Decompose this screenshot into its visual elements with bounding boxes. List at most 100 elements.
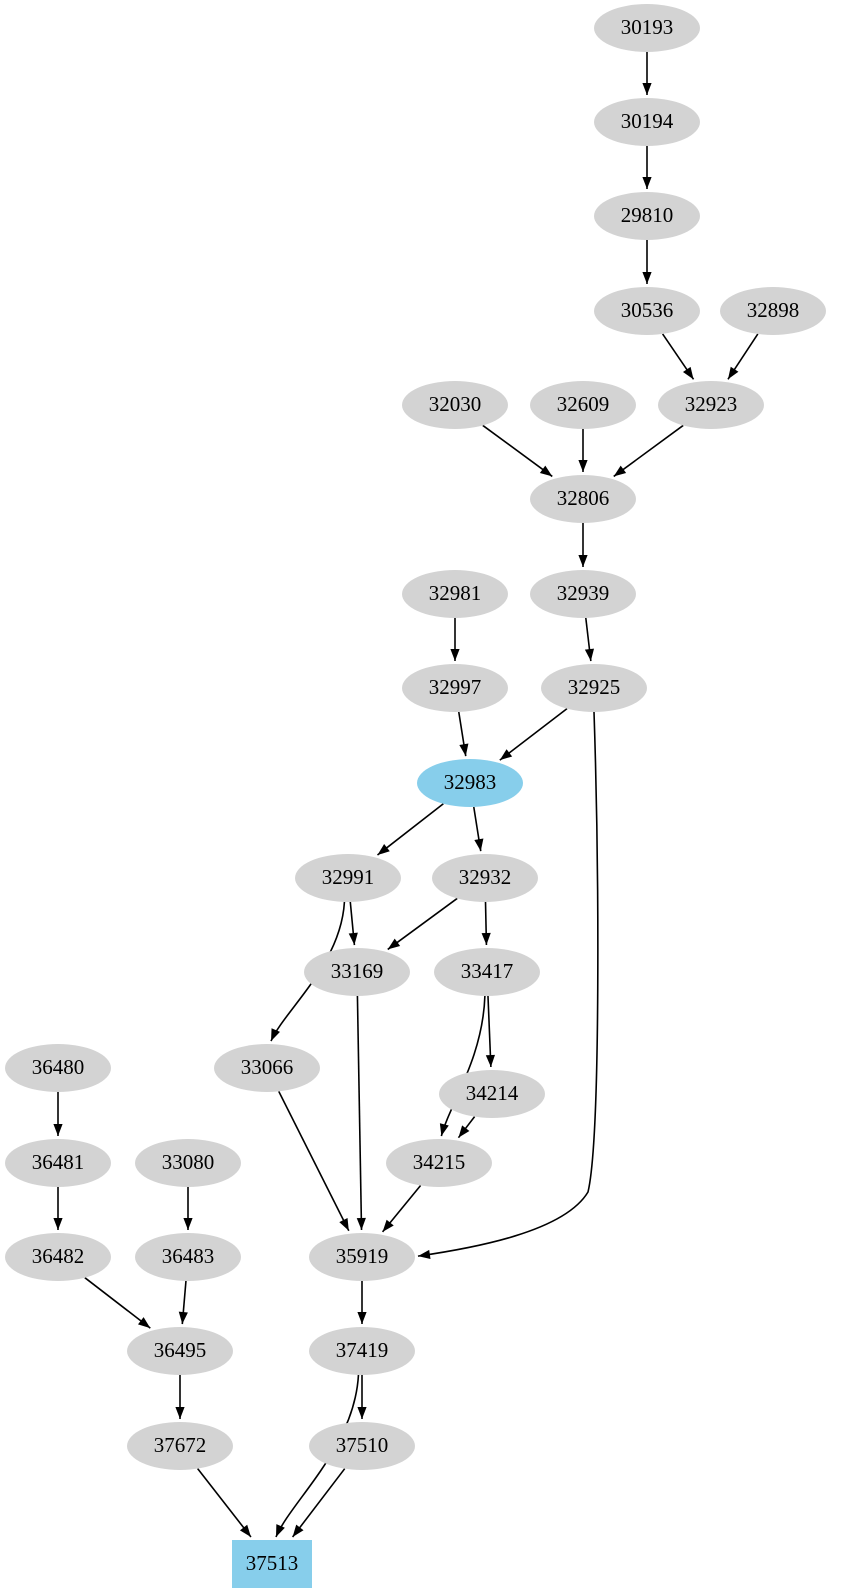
graph-node-30193[interactable]: 30193 [594, 4, 700, 52]
node-ellipse[interactable] [434, 948, 540, 996]
graph-node-37419[interactable]: 37419 [309, 1327, 415, 1375]
graph-edge [357, 1281, 367, 1324]
arrowhead-icon [339, 1217, 349, 1231]
node-box[interactable] [232, 1540, 312, 1588]
edge-line [356, 995, 363, 1231]
node-ellipse[interactable] [304, 948, 410, 996]
graph-node-32932[interactable]: 32932 [432, 854, 538, 902]
graph-node-36481[interactable]: 36481 [5, 1139, 111, 1187]
node-ellipse[interactable] [214, 1044, 320, 1092]
edge-line [278, 1091, 350, 1232]
graph-node-32925[interactable]: 32925 [541, 664, 647, 712]
graph-edge [481, 901, 491, 946]
graph-edge [278, 1091, 350, 1232]
arrowhead-icon [439, 1123, 449, 1137]
graph-node-37513[interactable]: 37513 [232, 1540, 312, 1588]
edge-line [376, 803, 444, 856]
node-ellipse[interactable] [594, 192, 700, 240]
node-ellipse[interactable] [5, 1233, 111, 1281]
graph-node-33080[interactable]: 33080 [135, 1139, 241, 1187]
node-ellipse[interactable] [402, 570, 508, 618]
arrowhead-icon [642, 272, 652, 284]
node-ellipse[interactable] [432, 854, 538, 902]
node-ellipse[interactable] [309, 1327, 415, 1375]
graph-edge [348, 901, 358, 946]
graph-node-37510[interactable]: 37510 [309, 1422, 415, 1470]
node-ellipse[interactable] [720, 287, 826, 335]
graph-edge [457, 711, 469, 757]
node-ellipse[interactable] [541, 664, 647, 712]
arrowhead-icon [642, 177, 652, 189]
node-ellipse[interactable] [594, 287, 700, 335]
node-ellipse[interactable] [439, 1070, 545, 1118]
arrowhead-icon [417, 1249, 431, 1259]
arrowhead-icon [450, 649, 460, 661]
arrowhead-icon [474, 838, 484, 852]
graph-node-29810[interactable]: 29810 [594, 192, 700, 240]
graph-node-30194[interactable]: 30194 [594, 98, 700, 146]
edge-line [499, 708, 568, 761]
graph-edge [291, 1468, 346, 1538]
edge-layer [53, 52, 759, 1538]
node-ellipse[interactable] [127, 1327, 233, 1375]
graph-node-32898[interactable]: 32898 [720, 287, 826, 335]
arrowhead-icon [271, 1028, 280, 1042]
graph-node-32939[interactable]: 32939 [530, 570, 636, 618]
node-ellipse[interactable] [402, 664, 508, 712]
node-ellipse[interactable] [127, 1422, 233, 1470]
graph-edge [472, 806, 484, 852]
graph-node-30536[interactable]: 30536 [594, 287, 700, 335]
graph-node-32923[interactable]: 32923 [658, 381, 764, 429]
node-ellipse[interactable] [309, 1422, 415, 1470]
graph-node-35919[interactable]: 35919 [309, 1233, 415, 1281]
graph-edge [485, 995, 495, 1068]
node-ellipse[interactable] [594, 4, 700, 52]
graph-node-34215[interactable]: 34215 [386, 1139, 492, 1187]
node-ellipse[interactable] [135, 1233, 241, 1281]
graph-edge [376, 803, 444, 856]
arrowhead-icon [578, 460, 588, 472]
arrowhead-icon [239, 1524, 251, 1537]
node-ellipse[interactable] [594, 98, 700, 146]
node-ellipse[interactable] [386, 1139, 492, 1187]
arrowhead-icon [682, 366, 694, 380]
node-ellipse[interactable] [295, 854, 401, 902]
graph-node-32806[interactable]: 32806 [530, 475, 636, 523]
graph-node-34214[interactable]: 34214 [439, 1070, 545, 1118]
graph-node-32030[interactable]: 32030 [402, 381, 508, 429]
graph-node-37672[interactable]: 37672 [127, 1422, 233, 1470]
graph-node-32609[interactable]: 32609 [530, 381, 636, 429]
arrowhead-icon [485, 1054, 495, 1068]
graph-edge [84, 1277, 151, 1329]
node-ellipse[interactable] [417, 759, 523, 807]
graph-node-36480[interactable]: 36480 [5, 1044, 111, 1092]
graph-edge [417, 711, 599, 1259]
node-ellipse[interactable] [5, 1139, 111, 1187]
node-ellipse[interactable] [530, 570, 636, 618]
graph-node-36495[interactable]: 36495 [127, 1327, 233, 1375]
graph-node-36483[interactable]: 36483 [135, 1233, 241, 1281]
graph-node-33417[interactable]: 33417 [434, 948, 540, 996]
graph-node-32997[interactable]: 32997 [402, 664, 508, 712]
graph-node-32983[interactable]: 32983 [417, 759, 523, 807]
graph-node-33066[interactable]: 33066 [214, 1044, 320, 1092]
graph-edge [613, 424, 684, 478]
arrowhead-icon [178, 1311, 188, 1325]
arrowhead-icon [481, 932, 491, 946]
graph-edge [450, 618, 460, 661]
arrowhead-icon [175, 1407, 185, 1419]
node-ellipse[interactable] [530, 475, 636, 523]
node-ellipse[interactable] [5, 1044, 111, 1092]
node-ellipse[interactable] [135, 1139, 241, 1187]
node-ellipse[interactable] [309, 1233, 415, 1281]
node-ellipse[interactable] [402, 381, 508, 429]
graph-node-32981[interactable]: 32981 [402, 570, 508, 618]
graph-node-36482[interactable]: 36482 [5, 1233, 111, 1281]
graph-node-32991[interactable]: 32991 [295, 854, 401, 902]
graph-edge [457, 1116, 476, 1139]
graph-edge [661, 333, 695, 380]
node-ellipse[interactable] [658, 381, 764, 429]
node-ellipse[interactable] [530, 381, 636, 429]
graph-node-33169[interactable]: 33169 [304, 948, 410, 996]
